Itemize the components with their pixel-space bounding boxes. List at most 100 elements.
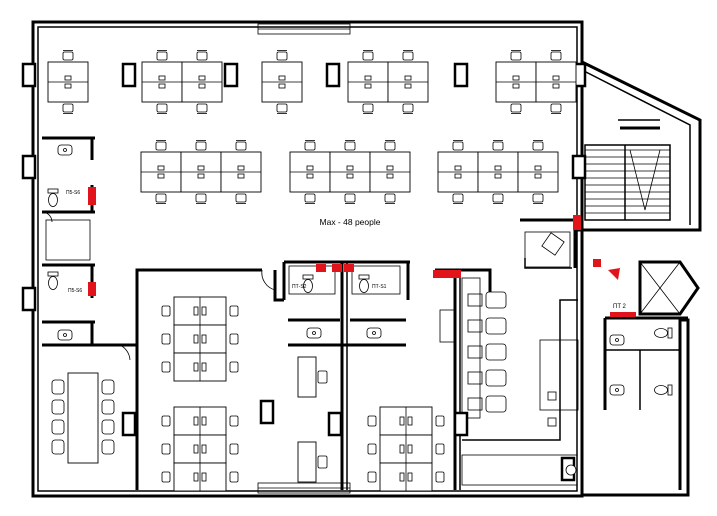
column: [121, 62, 137, 88]
office-chair: [492, 193, 504, 204]
toilet: [654, 384, 673, 396]
meeting-chair: [51, 399, 65, 415]
room-label-wc-mid-right: ΠΤ-S1: [372, 284, 387, 290]
desk-cluster: [535, 50, 577, 114]
desk-cluster: [369, 140, 411, 204]
desk-cluster: [329, 140, 371, 204]
desk-cluster: [517, 140, 559, 204]
office-chair: [196, 103, 208, 114]
office-chair: [344, 140, 356, 151]
room-label-wc-mid-left: ΠΤ-S2: [292, 284, 307, 290]
staircase: [584, 119, 671, 221]
lounge-chair: [485, 317, 507, 335]
desk-cluster: [387, 50, 429, 114]
column: [327, 411, 343, 437]
desk-cluster: [367, 434, 445, 464]
office-chair: [384, 193, 396, 204]
meeting-chair: [51, 439, 65, 455]
capacity-label: Max - 48 people: [320, 217, 381, 227]
office-chair: [155, 140, 167, 151]
room-label-wc-left-lower: Π5-S6: [68, 288, 82, 294]
desk-cluster: [347, 50, 389, 114]
office-chair: [155, 193, 167, 204]
office-chair: [367, 415, 377, 427]
toilet: [654, 327, 673, 339]
meeting-chair: [51, 419, 65, 435]
lounge-side-table: [467, 397, 483, 411]
meeting-chair: [101, 399, 115, 415]
office-chair: [229, 333, 239, 345]
office-chair: [276, 103, 288, 114]
office-chair: [550, 50, 562, 61]
office-chair: [276, 50, 288, 61]
toilet: [358, 274, 370, 293]
meeting-chair: [101, 419, 115, 435]
column: [223, 62, 239, 88]
desk-cluster: [140, 140, 182, 204]
structural-columns: [21, 62, 587, 482]
desk-cluster: [220, 140, 262, 204]
desk-cluster: [289, 140, 331, 204]
meeting-chair: [51, 379, 65, 395]
desk-cluster: [437, 140, 479, 204]
office-chair: [62, 50, 74, 61]
office-chair: [161, 333, 171, 345]
desk-cluster: [161, 352, 239, 382]
office-chair: [161, 415, 171, 427]
office-chair: [235, 193, 247, 204]
office-chair: [161, 471, 171, 483]
office-chair: [435, 471, 445, 483]
column: [453, 411, 469, 437]
desk-cluster: [161, 434, 239, 464]
office-chair: [402, 103, 414, 114]
stair-flight: [584, 144, 671, 221]
sanitary-fixtures: [47, 144, 673, 396]
office-chair: [367, 443, 377, 455]
stair-arrow: [629, 149, 661, 211]
lounge-side-table: [467, 371, 483, 385]
desk-cluster: [161, 296, 239, 326]
office-chair: [161, 361, 171, 373]
desk-cluster: [47, 50, 89, 114]
office-chair: [235, 140, 247, 151]
lounge-side-table: [467, 319, 483, 333]
interior-walls: [41, 136, 688, 490]
sink: [57, 329, 73, 341]
office-chair: [196, 50, 208, 61]
office-chair: [161, 443, 171, 455]
lounge-seating: [467, 291, 577, 476]
office-chair: [156, 50, 168, 61]
office-chair: [532, 140, 544, 151]
single-desk: [297, 356, 328, 398]
lounge-chair: [485, 343, 507, 361]
lounge-chair: [485, 395, 507, 413]
office-chair: [362, 50, 374, 61]
desk-cluster: [261, 50, 303, 114]
office-chair: [195, 193, 207, 204]
stool: [547, 391, 557, 401]
sink: [609, 384, 625, 396]
office-chair: [229, 443, 239, 455]
fire-safety-marks: [88, 187, 636, 317]
column: [259, 399, 275, 425]
office-chair: [344, 193, 356, 204]
desk-cluster: [181, 50, 223, 114]
office-chair: [435, 443, 445, 455]
lounge-chair: [485, 291, 507, 309]
office-chair: [452, 193, 464, 204]
column: [571, 154, 587, 180]
outer-walls: [31, 20, 702, 498]
desk-cluster: [495, 50, 537, 114]
column: [21, 154, 37, 180]
meeting-table: [67, 372, 99, 464]
sink: [306, 327, 322, 339]
meeting-chair: [101, 379, 115, 395]
column: [453, 62, 469, 88]
sink: [609, 334, 625, 346]
office-chair: [452, 140, 464, 151]
office-chair: [156, 103, 168, 114]
meeting-chairs: [51, 379, 115, 455]
desk-cluster: [367, 462, 445, 492]
column: [121, 411, 137, 437]
